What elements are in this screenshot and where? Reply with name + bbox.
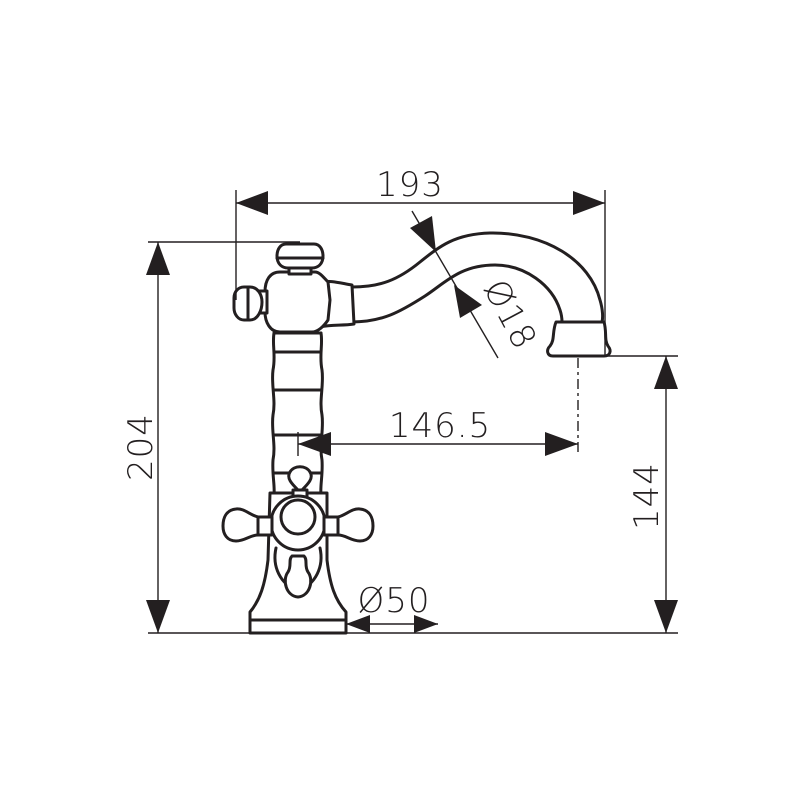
handle-left-lever — [221, 507, 274, 543]
spout — [350, 231, 612, 358]
top-knob — [275, 242, 325, 276]
dimension-label-144: 144 — [627, 462, 667, 530]
handle-bottom-lobe — [273, 546, 323, 599]
dimension-label-193: 193 — [376, 165, 444, 205]
dimension-label-diameter-18: Ø18 — [475, 273, 545, 356]
base-plate — [248, 618, 348, 635]
handle-top-lobe — [287, 465, 313, 492]
side-knob — [232, 285, 269, 322]
faucet-outline — [221, 231, 612, 635]
handle-hub — [269, 494, 327, 552]
dimension-overall-height: 204 — [121, 241, 300, 634]
dimension-label-146-5: 146.5 — [389, 406, 491, 446]
dimension-spout-reach: 146.5 — [297, 358, 579, 456]
spout-outlet — [546, 320, 612, 358]
handle-right-lever — [322, 507, 375, 543]
dimension-label-204: 204 — [121, 413, 161, 481]
dimension-spout-height: 144 — [346, 355, 678, 634]
dimension-base-diameter: Ø50 — [346, 581, 438, 633]
dimension-overall-width: 193 — [235, 165, 606, 356]
dimension-label-diameter-50: Ø50 — [357, 581, 430, 621]
diverter-housing — [263, 270, 332, 334]
